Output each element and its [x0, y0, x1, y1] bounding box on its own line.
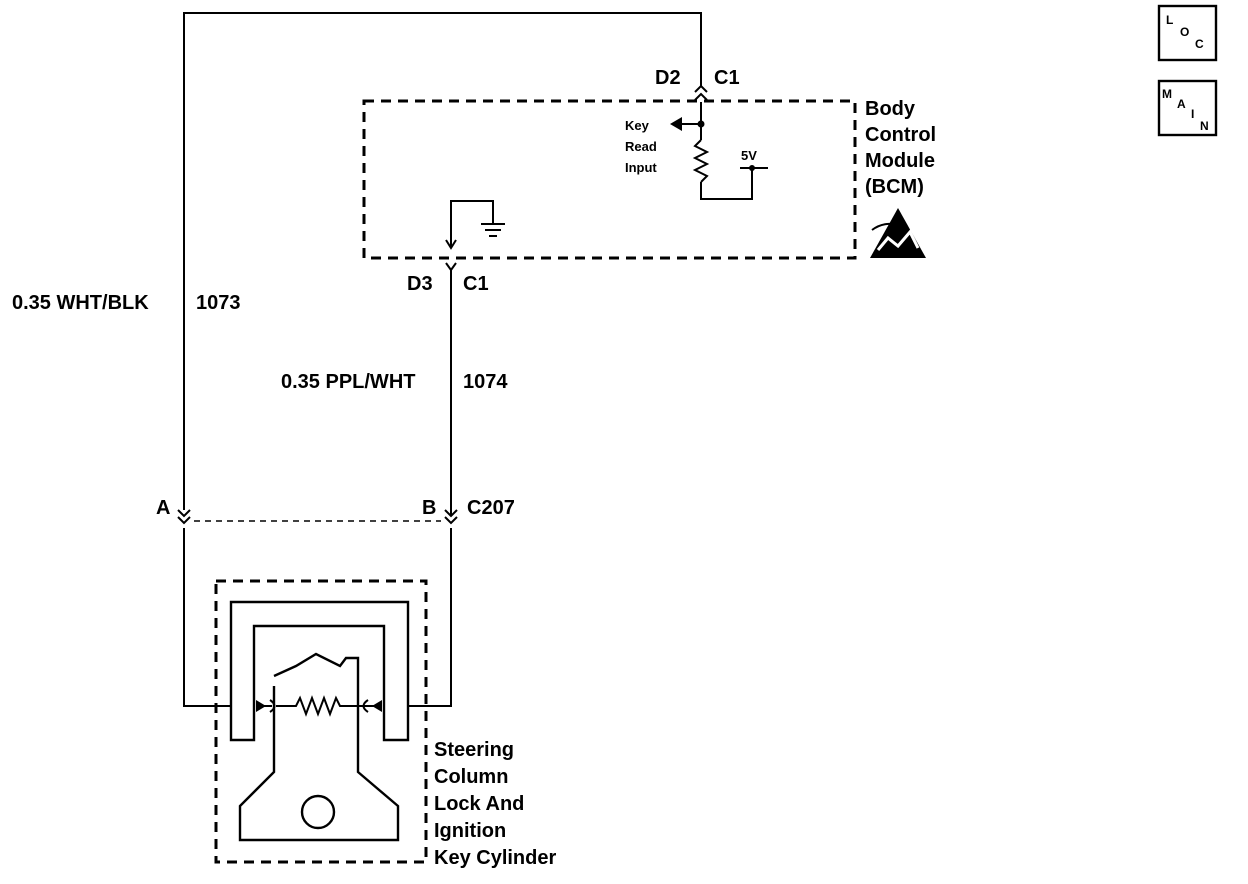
- wire-a-to-cylinder: [183, 528, 232, 707]
- key-read-input-label: Key Read Input: [625, 118, 657, 175]
- wire-1074-label: 0.35 PPL/WHT 1074: [281, 371, 508, 393]
- key-read-input-line-1: Key: [625, 118, 650, 133]
- loc-tab[interactable]: L O C: [1157, 4, 1218, 62]
- main-letter-m: M: [1162, 87, 1172, 101]
- connector-d2-symbol: [694, 84, 708, 101]
- key-slot-icon: [300, 794, 336, 830]
- connector-d2-c1-label: C1: [714, 67, 740, 89]
- input-arrow-icon: [670, 117, 682, 131]
- connector-c207-symbol: [177, 509, 458, 525]
- esd-warning-icon: [870, 208, 926, 258]
- loc-letter-o: O: [1180, 25, 1189, 39]
- connector-d3-c1-label: C1: [463, 273, 489, 295]
- connector-c207-pin-b: B: [422, 497, 436, 519]
- bcm-label-line-3: Module: [865, 150, 935, 172]
- main-letter-n: N: [1200, 119, 1209, 133]
- lock-cylinder-label-line-5: Key Cylinder: [434, 847, 556, 869]
- connector-c207-pin-a: A: [156, 497, 170, 519]
- lock-cylinder-box: [214, 579, 428, 864]
- connector-d2-label: D2: [655, 67, 681, 89]
- bcm-voltage-label: 5V: [741, 148, 757, 163]
- bcm-label-line-4: (BCM): [865, 176, 924, 198]
- wire-1073-label: 0.35 WHT/BLK 1073: [12, 292, 241, 314]
- lock-cylinder-label-line-1: Steering: [434, 739, 514, 761]
- loc-letter-l: L: [1166, 13, 1173, 27]
- loc-letter-c: C: [1195, 37, 1204, 51]
- wire-1073-circuit: 1073: [196, 292, 241, 314]
- key-read-input-line-3: Input: [625, 160, 657, 175]
- lock-cylinder-label-line-4: Ignition: [434, 820, 506, 842]
- main-tab[interactable]: M A I N: [1157, 79, 1218, 137]
- lock-cylinder-label-line-3: Lock And: [434, 793, 524, 815]
- wire-b-to-cylinder: [408, 528, 452, 707]
- bcm-module-box: [362, 99, 857, 260]
- key-read-input-line-2: Read: [625, 139, 657, 154]
- connector-c207-label: C207: [467, 497, 515, 519]
- main-letter-i: I: [1191, 107, 1194, 121]
- bcm-label-line-2: Control: [865, 124, 936, 146]
- bcm-internal-circuit: [670, 102, 768, 200]
- connector-d3-symbol: [445, 262, 457, 272]
- wire-1074-circuit: 1074: [463, 371, 508, 393]
- wire-1074-gauge-color: 0.35 PPL/WHT: [281, 371, 415, 393]
- lock-cylinder-drawing: [229, 600, 410, 842]
- connector-d3-label: D3: [407, 273, 433, 295]
- bcm-label: Body Control Module (BCM): [865, 98, 936, 198]
- bcm-label-line-1: Body: [865, 98, 916, 120]
- lock-cylinder-label-line-2: Column: [434, 766, 508, 788]
- ground-icon: [492, 223, 494, 225]
- wire-1073-upper: [183, 12, 702, 510]
- wire-1073-gauge-color: 0.35 WHT/BLK: [12, 292, 149, 314]
- lock-cylinder-label: Steering Column Lock And Ignition Key Cy…: [434, 739, 556, 869]
- bcm-ground-circuit: [445, 200, 505, 250]
- main-letter-a: A: [1177, 97, 1186, 111]
